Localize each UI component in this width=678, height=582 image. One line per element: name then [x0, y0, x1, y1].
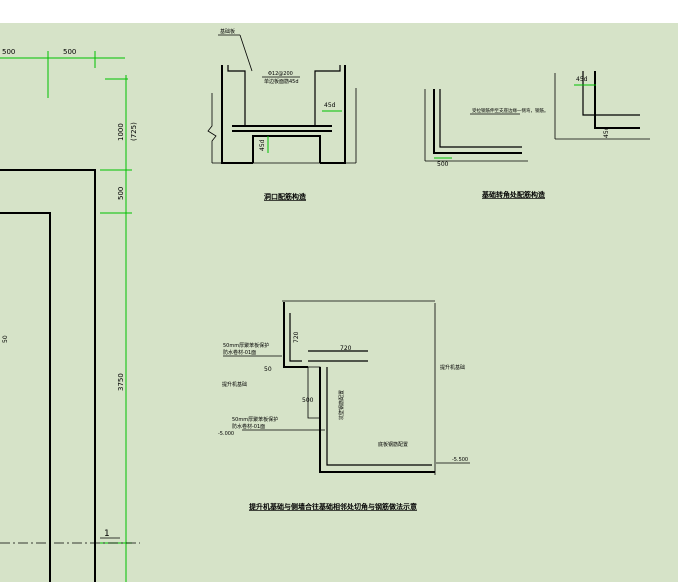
rebar-right	[290, 65, 341, 127]
pit-note-bottom: 底板钢筋配置	[378, 441, 408, 448]
plan-section: 500 500 1000 (725) 500 3750 1 50	[0, 48, 140, 582]
pit-note-water-3: 50mm厚聚苯板保护	[232, 416, 278, 423]
pit-note-water-4: 防水卷材-01面	[232, 423, 265, 430]
pit-note-vertical: 坑壁钢筋配置	[338, 390, 345, 420]
opening-pit	[252, 135, 321, 163]
rebar-spec-2: 单边板面筋45d	[264, 78, 299, 85]
pit-dim-50: 50	[264, 366, 272, 373]
pit-note-right: 提升机基础	[440, 364, 465, 371]
dim-45d-left: 45d	[259, 139, 266, 151]
leader-2	[239, 34, 253, 72]
dim-45d-right: 45d	[324, 102, 336, 109]
viewer-toolbar	[0, 0, 678, 23]
corner2-rebar	[582, 71, 640, 116]
corner2-outline	[594, 71, 640, 129]
dim-1000: 1000	[117, 123, 125, 141]
pit-rebar-lower	[326, 367, 432, 466]
inner-wall	[0, 212, 51, 582]
rebar-spec-1: Φ12@200	[268, 71, 293, 77]
corner-title: 基础转角处配筋构造	[481, 190, 546, 199]
corner-note: 受拉钢筋伸至支座边缘一侧弯，钢筋。	[472, 107, 549, 114]
corner-rebar	[439, 89, 522, 148]
opening-outline	[221, 65, 253, 164]
pit-rebar-upper	[289, 313, 302, 362]
pit-dim-720v: 720	[293, 331, 300, 343]
note-foundation-plate: 基础板	[220, 28, 235, 35]
pit-cut	[307, 366, 321, 419]
dim-500-left: 500	[2, 48, 15, 56]
opening-outline-right	[320, 65, 346, 164]
pit-upper-wall	[283, 302, 308, 368]
pit-dim-720: 720	[340, 345, 352, 352]
dim-500-vertical: 500	[117, 187, 125, 200]
pit-dim-500: 500	[302, 397, 314, 404]
cad-drawing: 500 500 1000 (725) 500 3750 1 50	[0, 28, 650, 582]
corner-detail: 500 受拉钢筋伸至支座边缘一侧弯，钢筋。 45d 45d 基础转角处配筋构造	[424, 71, 650, 199]
dim-50-side: 50	[2, 335, 9, 343]
rebar-left	[227, 65, 270, 127]
elev-right: -5.500	[452, 457, 468, 463]
corner-outline	[433, 89, 522, 154]
pit-note-1: 50mm厚聚苯板保护	[223, 342, 269, 349]
outer-wall	[0, 169, 96, 582]
corner-dim-500-label: 500	[437, 161, 449, 168]
elev-left: -5.000	[218, 431, 234, 437]
dim-3750: 3750	[117, 373, 125, 391]
pit-note-wall: 提升机基础	[222, 381, 247, 388]
opening-detail: 基础板 Φ12@200 单边板面筋45d 45d 45d 洞口配筋构造	[207, 28, 357, 201]
dim-725: (725)	[130, 122, 138, 141]
pit-note-2: 防水卷材-01面	[223, 349, 256, 356]
axis-label: 1	[104, 529, 110, 539]
pit-title: 提升机基础与侧墙合往基础相邻处切角与钢筋做法示意	[248, 502, 417, 511]
dim-500-right: 500	[63, 48, 76, 56]
opening-title: 洞口配筋构造	[264, 192, 307, 201]
corner2-dim-45d-top: 45d	[576, 76, 588, 83]
drawing-canvas[interactable]: 500 500 1000 (725) 500 3750 1 50	[0, 23, 678, 582]
pit-lower-wall	[319, 367, 435, 473]
pit-detail: 720 720 50 500 50mm厚聚苯板保护 防水卷材-01面 提升机基础…	[218, 300, 470, 511]
corner2-dim-45d-side: 45d	[603, 126, 610, 138]
break-line-left	[207, 93, 217, 163]
